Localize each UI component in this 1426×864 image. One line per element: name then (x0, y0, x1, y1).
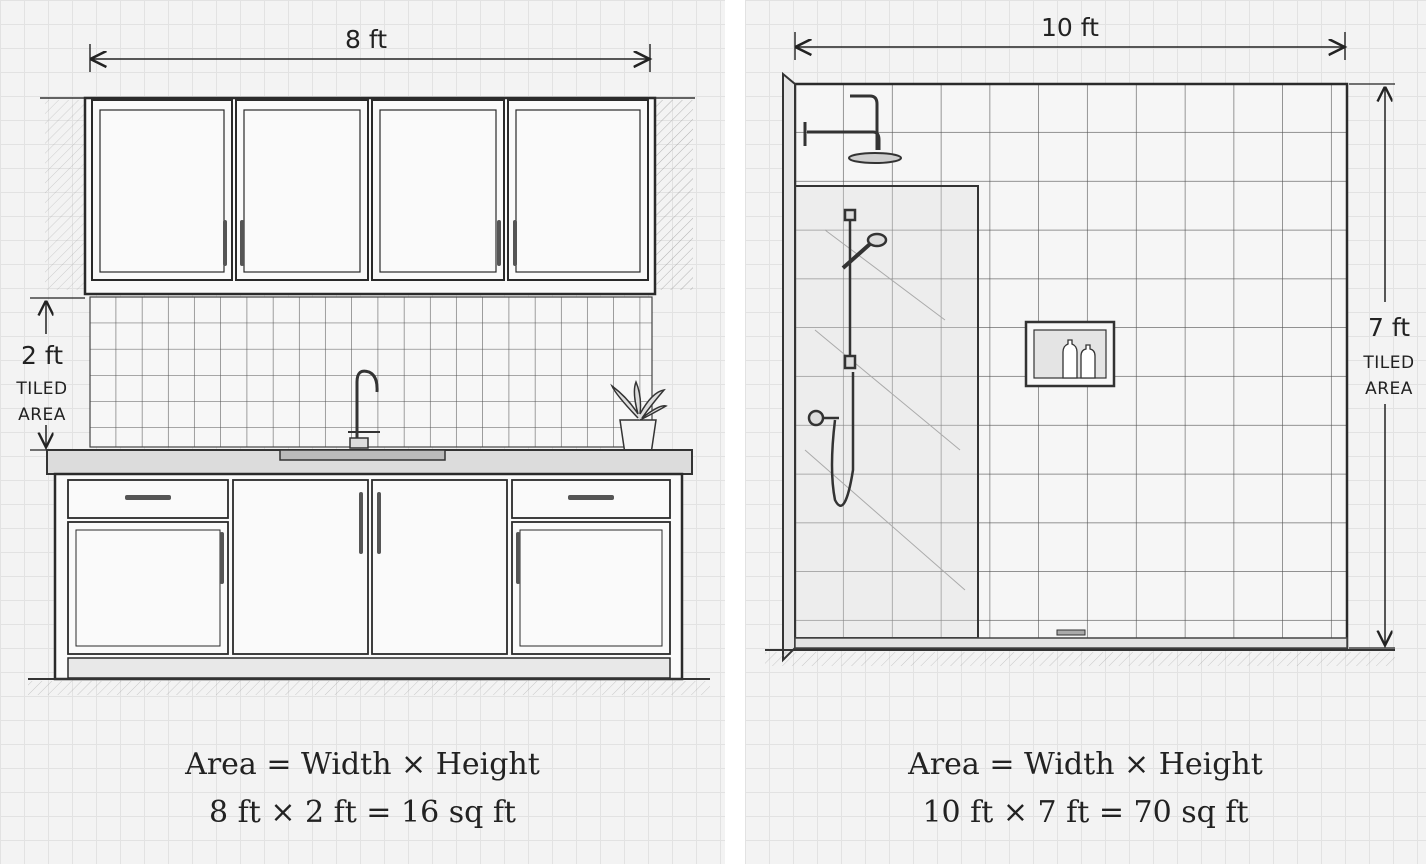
shower-floor (765, 629, 1395, 666)
shower-width-label: 10 ft (1041, 13, 1099, 42)
kitchen-panel: 8 ft 2 ft (0, 0, 725, 864)
shower-formula-line1: Area = Width × Height (908, 747, 1263, 782)
upper-cabinets (83, 96, 657, 296)
width-label: 8 ft (345, 25, 387, 54)
shower-width-dimension-line (794, 32, 1345, 60)
shower-height-dimension-line (1349, 83, 1395, 649)
base-cabinets (53, 472, 684, 681)
shower-tiled-area-label-line1: TILED (1362, 353, 1414, 373)
kitchen-formula-line1: Area = Width × Height (185, 747, 540, 782)
kitchen-formula-line2: 8 ft × 2 ft = 16 sq ft (209, 795, 516, 830)
shower-formula-line2: 10 ft × 7 ft = 70 sq ft (922, 795, 1249, 830)
wall-hatching (655, 100, 693, 290)
upper-cabinet-handles (223, 220, 517, 266)
kitchen-diagram: 8 ft 2 ft (15, 25, 710, 695)
bottle-icon (1062, 339, 1078, 379)
shower-tiled-area-label-line2: AREA (1365, 379, 1413, 399)
shower-diagram: 10 ft (765, 13, 1414, 666)
wall-hatching-left (45, 100, 85, 290)
tiled-area-label-line2: AREA (18, 405, 66, 425)
handheld-shower-icon (807, 208, 888, 507)
shower-panel: 10 ft (745, 0, 1426, 864)
shower-height-label: 7 ft (1368, 313, 1410, 342)
height-dimension-line (30, 297, 85, 451)
faucet-icon (348, 369, 380, 449)
shower-niche (1024, 320, 1116, 388)
height-label: 2 ft (21, 341, 63, 370)
base-cabinet-handles (125, 492, 614, 584)
side-wall (782, 71, 796, 663)
countertop (46, 449, 693, 475)
tiled-area-label-line1: TILED (15, 379, 67, 399)
width-dimension-line (89, 44, 650, 72)
glass-panel (794, 185, 979, 639)
rain-shower-head-icon (803, 94, 902, 164)
bottle-icon-2 (1080, 344, 1096, 379)
